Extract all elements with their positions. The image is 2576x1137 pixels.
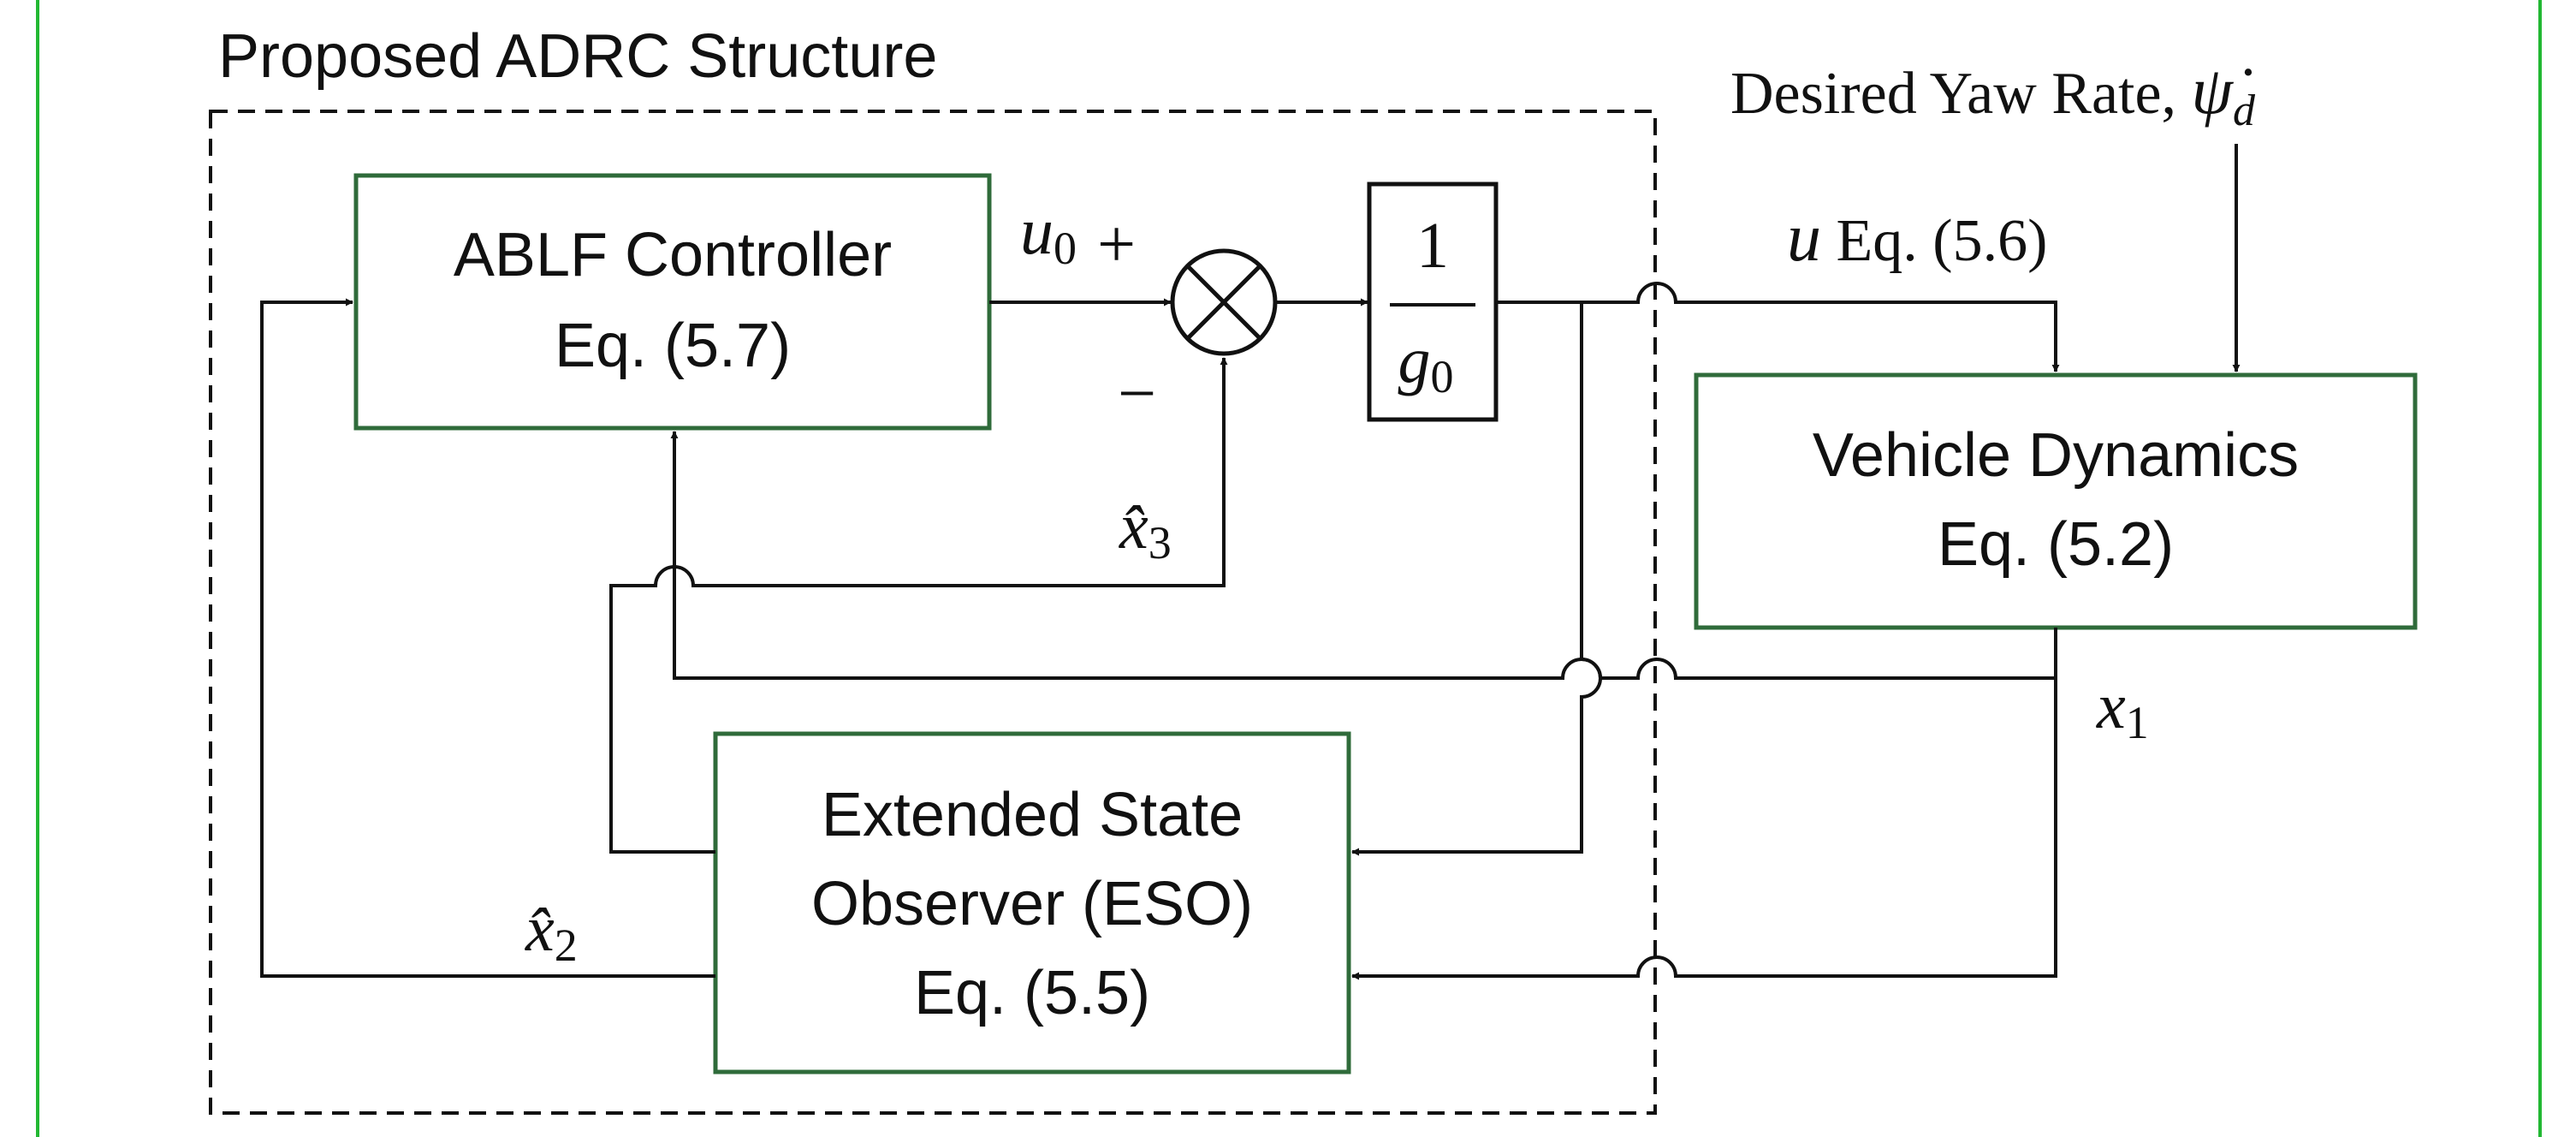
gain-denominator: g0 xyxy=(1398,324,1454,402)
gain-block: 1 g0 xyxy=(1367,182,1499,422)
eso-equation: Eq. (5.5) xyxy=(914,959,1150,1027)
signal-lines xyxy=(260,144,2241,980)
eso-block: Extended State Observer (ESO) Eq. (5.5) xyxy=(713,731,1351,1074)
eso-label-line2: Observer (ESO) xyxy=(811,870,1253,938)
summing-minus-sign: − xyxy=(1118,356,1156,432)
u-line xyxy=(1496,282,2060,372)
eso-label-line1: Extended State xyxy=(822,781,1243,849)
ablf-controller-equation: Eq. (5.7) xyxy=(555,312,791,380)
gain-numerator: 1 xyxy=(1416,210,1449,282)
u0-signal-label: u0 xyxy=(1020,193,1077,274)
ablf-controller-block: ABLF Controller Eq. (5.7) xyxy=(353,173,992,431)
x1-signal-label: x1 xyxy=(2096,670,2149,748)
u-signal-label: u Eq. (5.6) xyxy=(1787,200,2047,276)
vehicle-dynamics-equation: Eq. (5.2) xyxy=(1938,510,2174,579)
adrc-group-title: Proposed ADRC Structure xyxy=(218,22,937,91)
x1-to-ablf-line xyxy=(670,431,2057,680)
vehicle-dynamics-label: Vehicle Dynamics xyxy=(1813,421,2299,490)
desired-yaw-rate-label: Desired Yaw Rate, ψ̇d xyxy=(1730,53,2256,135)
x3hat-signal-label: x̂3 xyxy=(1119,491,1172,568)
multiply-circle-icon xyxy=(1170,248,1278,356)
adrc-group-boundary xyxy=(209,110,1657,1115)
x2hat-signal-label: x̂2 xyxy=(525,893,578,971)
x3hat-line xyxy=(609,357,1228,854)
vehicle-dynamics-block: Vehicle Dynamics Eq. (5.2) xyxy=(1694,372,2418,630)
x2hat-line xyxy=(260,298,715,978)
summing-plus-sign: + xyxy=(1097,207,1136,283)
x1-to-eso-line xyxy=(1351,678,2057,980)
ablf-controller-label: ABLF Controller xyxy=(454,221,892,289)
